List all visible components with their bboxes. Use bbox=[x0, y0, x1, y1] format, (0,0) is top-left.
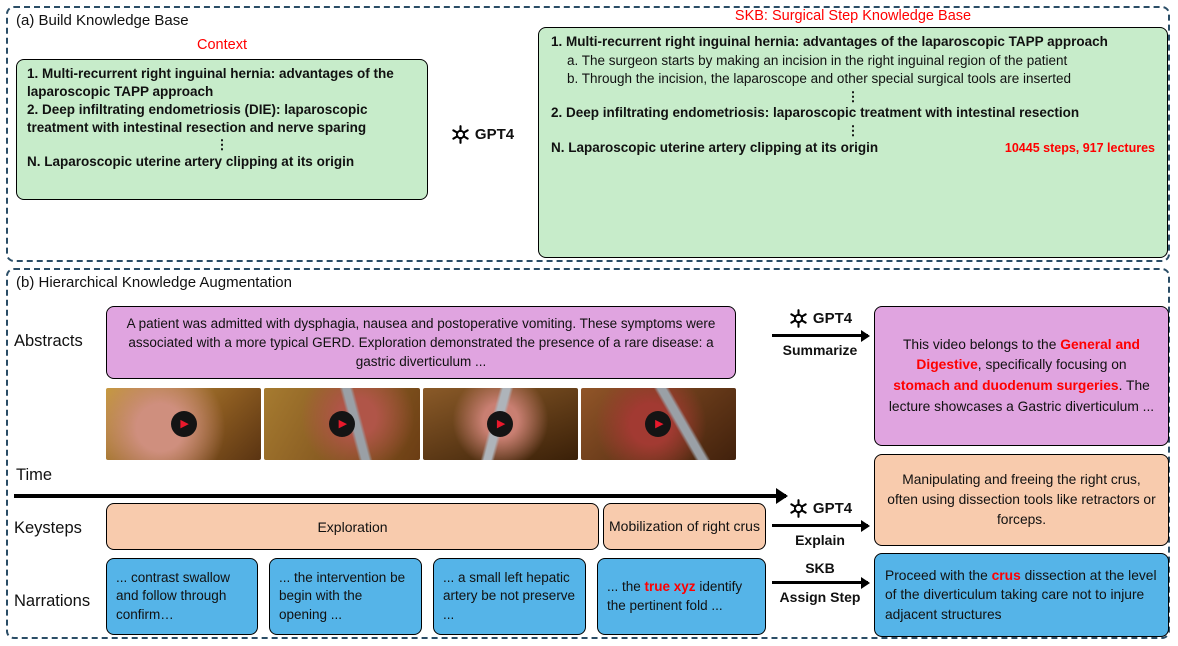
keystep-explanation-box: Manipulating and freeing the right crus,… bbox=[874, 454, 1169, 546]
play-icon[interactable]: ▶ bbox=[645, 411, 672, 437]
explain-label: Explain bbox=[795, 532, 845, 548]
skb-stats: 10445 steps, 917 lectures bbox=[1004, 140, 1155, 155]
narration-box: ... the true xyz identify the pertinent … bbox=[597, 558, 766, 635]
context-item: N. Laparoscopic uterine artery clipping … bbox=[27, 153, 355, 169]
summary-box: This video belongs to the General and Di… bbox=[874, 306, 1169, 446]
skb-box: 1. Multi-recurrent right inguinal hernia… bbox=[538, 27, 1168, 258]
arrow-right-icon bbox=[772, 524, 868, 527]
skb-item: 1. Multi-recurrent right inguinal hernia… bbox=[551, 34, 1108, 49]
arrow-right-icon bbox=[772, 334, 868, 337]
skb-substep: b. Through the incision, the laparoscope… bbox=[567, 71, 1072, 87]
skb-item: 2. Deep infiltrating endometriosis: lapa… bbox=[551, 105, 1080, 121]
narration-text: ... contrast swallow and follow through … bbox=[116, 569, 231, 622]
narration-text: ... the true xyz identify the pertinent … bbox=[607, 578, 743, 613]
row-label-time: Time bbox=[16, 466, 53, 484]
gpt4-row: GPT4 bbox=[450, 124, 514, 145]
gpt4-row: GPT4 bbox=[788, 308, 852, 329]
gpt4-logo-icon bbox=[790, 499, 807, 518]
video-frame: ▶ bbox=[422, 388, 578, 460]
row-label-abstracts: Abstracts bbox=[14, 332, 83, 350]
row-label-keysteps: Keysteps bbox=[14, 519, 82, 537]
vertical-ellipsis: ⋮ bbox=[846, 88, 860, 104]
skb-last-row: N. Laparoscopic uterine artery clipping … bbox=[551, 139, 1155, 158]
play-icon[interactable]: ▶ bbox=[328, 411, 355, 437]
gpt4-step-a: GPT4 bbox=[430, 124, 534, 145]
arrow-right-icon bbox=[772, 581, 868, 584]
keystep-label: Mobilization of right crus bbox=[609, 518, 760, 535]
keystep-box: Mobilization of right crus bbox=[603, 503, 766, 550]
vertical-ellipsis: ⋮ bbox=[846, 123, 860, 139]
keystep-explanation-text: Manipulating and freeing the right crus,… bbox=[887, 472, 1156, 527]
panel-b-title: (b) Hierarchical Knowledge Augmentation bbox=[16, 274, 292, 291]
vertical-ellipsis: ⋮ bbox=[215, 137, 229, 153]
narration-box: ... contrast swallow and follow through … bbox=[106, 558, 258, 635]
skb-assign-step: SKB Assign Step bbox=[770, 560, 870, 605]
context-item: 1. Multi-recurrent right inguinal hernia… bbox=[27, 66, 394, 100]
gpt4-row: GPT4 bbox=[788, 498, 852, 519]
panel-a-title: (a) Build Knowledge Base bbox=[16, 12, 189, 29]
skb-substep: a. The surgeon starts by making an incis… bbox=[567, 52, 1068, 68]
assigned-step-box: Proceed with the crus dissection at the … bbox=[874, 553, 1169, 637]
narration-box: ... a small left hepatic artery be not p… bbox=[433, 558, 586, 635]
summary-text: This video belongs to the General and Di… bbox=[888, 336, 1155, 414]
gpt4-explain-step: GPT4 Explain bbox=[768, 498, 872, 548]
keystep-label: Exploration bbox=[317, 518, 388, 535]
gpt4-logo-icon bbox=[790, 309, 807, 328]
gpt4-summarize-step: GPT4 Summarize bbox=[768, 308, 872, 358]
play-icon[interactable]: ▶ bbox=[487, 411, 514, 437]
abstract-box: A patient was admitted with dysphagia, n… bbox=[106, 306, 736, 379]
context-label: Context bbox=[197, 37, 247, 53]
narration-box: ... the intervention be begin with the o… bbox=[269, 558, 422, 635]
narration-text: ... a small left hepatic artery be not p… bbox=[443, 569, 576, 622]
gpt4-label: GPT4 bbox=[812, 310, 853, 327]
video-frame-strip: ▶ ▶ ▶ ▶ bbox=[106, 388, 736, 460]
video-frame: ▶ bbox=[580, 388, 736, 460]
gpt4-label: GPT4 bbox=[474, 126, 515, 143]
time-axis-arrow bbox=[14, 494, 786, 498]
skb-item: N. Laparoscopic uterine artery clipping … bbox=[551, 139, 879, 155]
summarize-label: Summarize bbox=[782, 342, 858, 358]
video-frame: ▶ bbox=[264, 388, 420, 460]
assign-step-label: Assign Step bbox=[779, 589, 861, 605]
keystep-box: Exploration bbox=[106, 503, 599, 550]
narration-text: ... the intervention be begin with the o… bbox=[279, 569, 406, 622]
video-frame: ▶ bbox=[106, 388, 262, 460]
gpt4-label: GPT4 bbox=[812, 500, 853, 517]
play-icon[interactable]: ▶ bbox=[170, 411, 197, 437]
skb-label: SKB bbox=[805, 560, 835, 576]
row-label-narrations: Narrations bbox=[14, 592, 91, 610]
abstract-text: A patient was admitted with dysphagia, n… bbox=[126, 315, 716, 370]
context-item: 2. Deep infiltrating endometriosis (DIE)… bbox=[27, 102, 368, 136]
context-box: 1. Multi-recurrent right inguinal hernia… bbox=[16, 59, 428, 200]
skb-title: SKB: Surgical Step Knowledge Base bbox=[734, 8, 972, 24]
gpt4-logo-icon bbox=[452, 125, 469, 144]
assigned-step-text: Proceed with the crus dissection at the … bbox=[885, 567, 1157, 622]
